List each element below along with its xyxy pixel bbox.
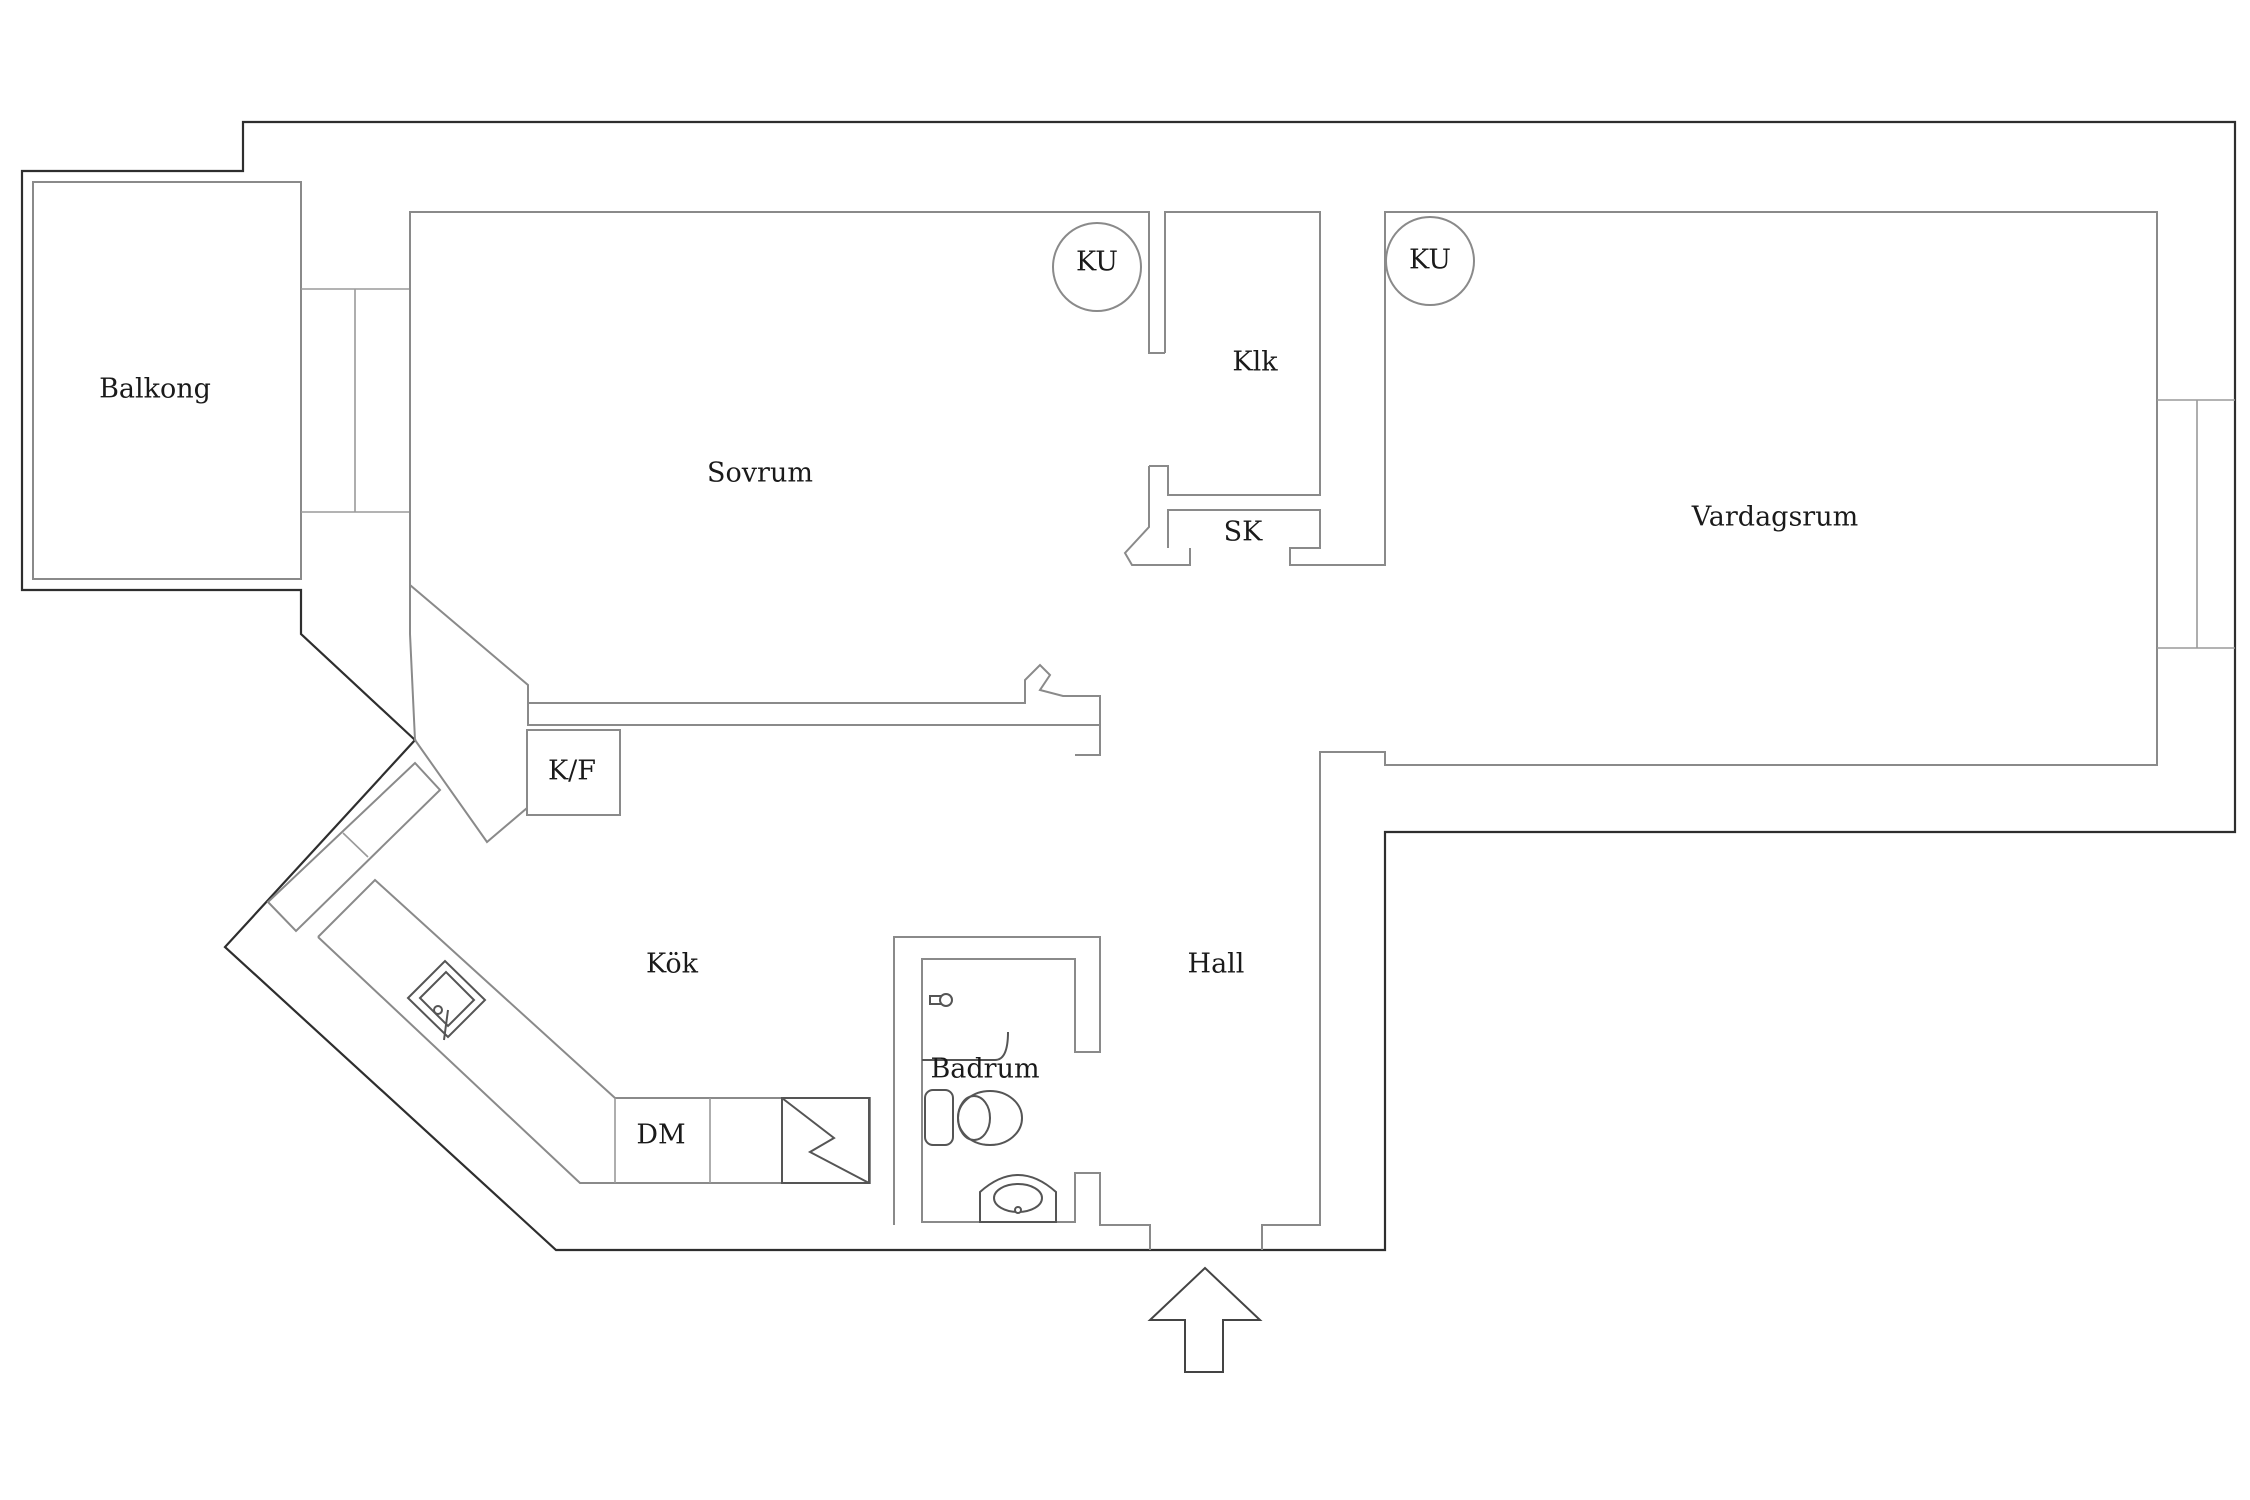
klk-walls (1149, 211, 1321, 496)
shower-icon (922, 993, 1009, 1061)
kok-counter (266, 761, 442, 933)
balcony-window (301, 288, 410, 513)
vardagsrum-window (2157, 399, 2235, 649)
room-label-balkong: Balkong (99, 374, 211, 405)
room-label-badrum: Badrum (930, 1054, 1039, 1085)
arrow-up-icon (1147, 1266, 1263, 1373)
ku-right-label: KU (1409, 245, 1451, 276)
sk-walls (1167, 212, 1386, 566)
room-label-sk: SK (1224, 517, 1263, 548)
balcony (32, 181, 302, 580)
kf-unit (526, 729, 621, 816)
stove-icon (781, 1097, 870, 1184)
ku-right-circle (1385, 216, 1475, 306)
sovrum-corner-return (1148, 212, 1165, 354)
room-label-hall: Hall (1188, 949, 1245, 980)
kok-upper-walls (527, 703, 1101, 755)
sovrum-walls (409, 211, 1150, 756)
room-label-kok: Kök (646, 949, 699, 980)
ku-left-label: KU (1076, 247, 1118, 278)
klk-lower-jamb (1123, 466, 1191, 566)
room-label-kf: K/F (548, 756, 596, 787)
toilet-icon (924, 1089, 1023, 1146)
kitchen-sink-icon (406, 959, 487, 1041)
room-label-dm: DM (636, 1120, 685, 1151)
ku-left-circle (1052, 222, 1142, 312)
entrance-door-gap (1149, 1225, 1263, 1250)
room-label-vardagsrum: Vardagsrum (1691, 502, 1858, 533)
kok-window-mid (342, 832, 369, 858)
washbasin-icon (979, 1174, 1057, 1223)
badrum-outer-walls (893, 936, 1151, 1250)
room-label-klk: Klk (1232, 347, 1278, 378)
vardagsrum-walls (1261, 211, 2158, 1250)
room-label-sovrum: Sovrum (707, 458, 813, 489)
outer-wall (20, 120, 2237, 1252)
